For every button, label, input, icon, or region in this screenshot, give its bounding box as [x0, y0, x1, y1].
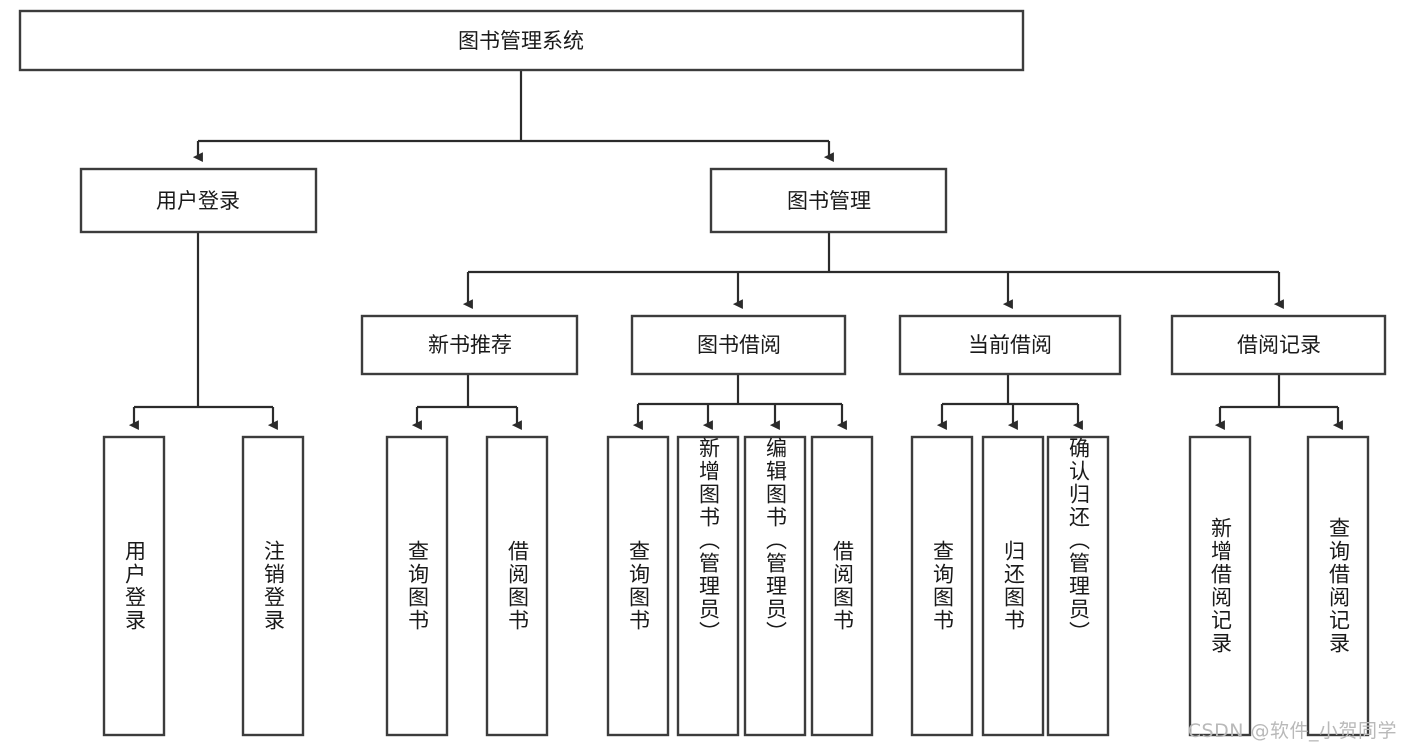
- leaf-rect-query-book-current[interactable]: [910, 435, 974, 737]
- leaf-rect-add-book-admin[interactable]: [676, 435, 740, 737]
- node-new-book-recommend[interactable]: 新书推荐: [360, 314, 579, 376]
- node-current-borrow[interactable]: 当前借阅: [898, 314, 1122, 376]
- node-book-management-rect[interactable]: [709, 167, 948, 234]
- csdn-watermark: CSDN @软件_小贺同学: [1187, 720, 1397, 742]
- leaf-rect-query-book-borrow[interactable]: [606, 435, 670, 737]
- node-book-management-label: 图书管理: [787, 189, 871, 213]
- node-root[interactable]: 图书管理系统: [18, 9, 1025, 72]
- node-book-borrow[interactable]: 图书借阅: [630, 314, 847, 376]
- leaf-rect-query-book-new[interactable]: [385, 435, 449, 737]
- node-borrow-records[interactable]: 借阅记录: [1170, 314, 1387, 376]
- node-new-book-recommend-label: 新书推荐: [428, 333, 512, 357]
- node-user-login-rect[interactable]: [79, 167, 318, 234]
- node-user-login-label: 用户登录: [156, 189, 240, 213]
- connector-group: [128, 70, 1343, 431]
- node-book-borrow-rect[interactable]: [630, 314, 847, 376]
- leaf-rect-return-book[interactable]: [981, 435, 1045, 737]
- node-root-label: 图书管理系统: [458, 29, 584, 53]
- node-borrow-records-rect[interactable]: [1170, 314, 1387, 376]
- node-root-rect[interactable]: [18, 9, 1025, 72]
- node-current-borrow-label: 当前借阅: [968, 333, 1052, 357]
- leaf-rect-user-login[interactable]: [102, 435, 166, 737]
- leaf-rect-add-borrow-record[interactable]: [1188, 435, 1252, 737]
- node-user-login[interactable]: 用户登录: [79, 167, 318, 234]
- leaf-rect-confirm-return-admin[interactable]: [1046, 435, 1110, 737]
- node-current-borrow-rect[interactable]: [898, 314, 1122, 376]
- node-borrow-records-label: 借阅记录: [1237, 333, 1321, 357]
- node-book-management[interactable]: 图书管理: [709, 167, 948, 234]
- leaf-rect-edit-book-admin[interactable]: [743, 435, 807, 737]
- leaf-rect-borrow-book-new[interactable]: [485, 435, 549, 737]
- node-new-book-recommend-rect[interactable]: [360, 314, 579, 376]
- leaf-rect-borrow-book[interactable]: [810, 435, 874, 737]
- node-book-borrow-label: 图书借阅: [697, 333, 781, 357]
- leaf-rect-logout[interactable]: [241, 435, 305, 737]
- leaf-rect-group: [102, 435, 1370, 737]
- leaf-rect-query-borrow-record[interactable]: [1306, 435, 1370, 737]
